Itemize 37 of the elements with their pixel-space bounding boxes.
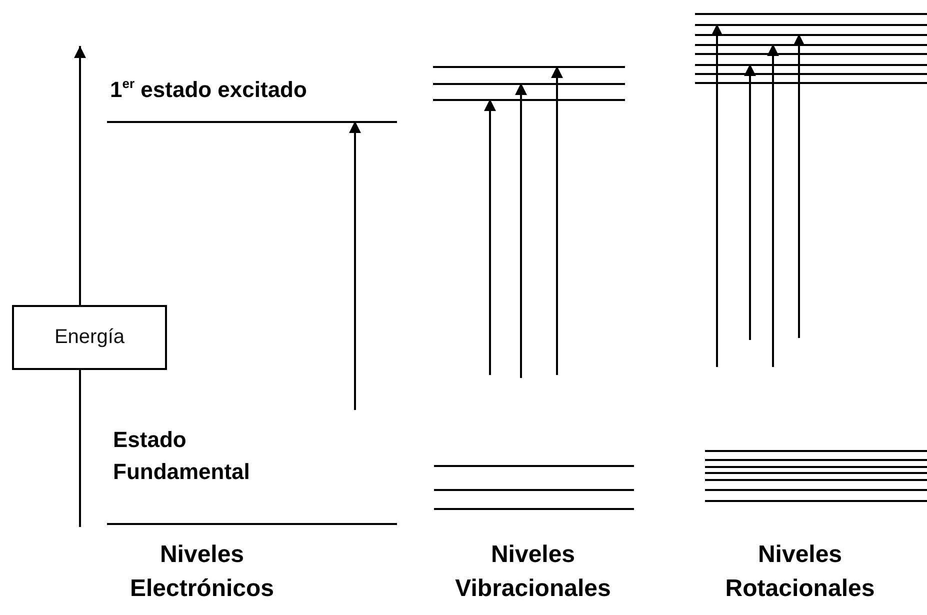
energy-label-box: Energía <box>12 305 167 370</box>
energy-level-line <box>107 523 397 525</box>
transition-arrow <box>744 64 756 340</box>
energy-level-line <box>433 66 625 68</box>
energy-level-line <box>695 34 927 36</box>
energy-level-line <box>107 121 397 123</box>
energy-level-line <box>434 489 634 491</box>
energy-level-line <box>695 53 927 55</box>
level-label: Estado Fundamental <box>113 426 251 486</box>
energy-level-line <box>705 450 927 452</box>
transition-arrow <box>349 121 361 410</box>
energy-level-line <box>695 24 927 26</box>
energy-level-line <box>434 465 634 467</box>
transition-arrow <box>484 99 496 375</box>
column-label: Niveles Vibracionales <box>454 540 612 604</box>
transition-arrow <box>793 34 805 338</box>
transition-arrow <box>515 83 527 378</box>
energy-level-line <box>695 82 927 84</box>
energy-level-line <box>434 508 634 510</box>
transition-arrow <box>551 66 563 375</box>
energy-level-line <box>705 459 927 461</box>
energy-level-line <box>705 489 927 491</box>
energy-level-line <box>705 472 927 474</box>
energy-level-line <box>705 466 927 468</box>
energy-level-line <box>695 13 927 15</box>
energy-level-line <box>433 83 625 85</box>
energy-level-line <box>695 73 927 75</box>
transition-arrow <box>711 24 723 367</box>
level-label: 1$^{er}$ estado excitado <box>110 75 307 104</box>
energy-level-line <box>695 64 927 66</box>
energy-level-line <box>695 44 927 46</box>
column-label: Niveles Rotacionales <box>724 540 876 604</box>
energy-level-line <box>433 99 625 101</box>
transition-arrow <box>767 44 779 367</box>
energy-level-line <box>705 500 927 502</box>
column-label: Niveles Electrónicos <box>128 540 276 604</box>
energy-level-line <box>705 479 927 481</box>
